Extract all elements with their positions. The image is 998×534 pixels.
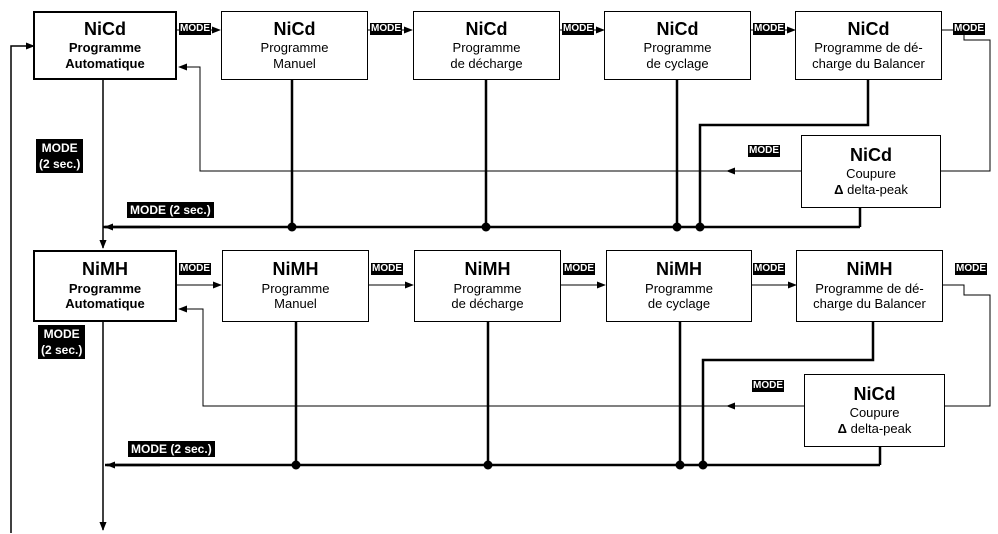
box-line: Coupure	[849, 405, 900, 421]
long-press-badge-side: MODE (2 sec.)	[38, 325, 86, 359]
box-head: NiMH	[272, 259, 319, 279]
drop-r2-balancer	[701, 322, 875, 465]
delta-text: delta-peak	[850, 420, 912, 436]
box-line: Programme	[261, 280, 330, 296]
box-line: Programme	[645, 280, 713, 296]
mode-tag: MODE	[953, 23, 985, 35]
box-line: de décharge	[451, 296, 524, 312]
box-head: NiCd	[84, 18, 126, 39]
arrow-r2-5-cutoff	[942, 284, 991, 407]
box-line: de cyclage	[647, 296, 711, 312]
box-line: Programme de dé-	[814, 40, 923, 56]
box-nimh-auto: NiMH Programme Automatique	[33, 250, 177, 322]
box-line: charge du Balancer	[812, 55, 925, 71]
box-line: Automatique	[65, 55, 145, 71]
box-line: Programme	[68, 280, 142, 296]
mode-tag: MODE	[753, 263, 785, 275]
box-line: Manuel	[274, 296, 317, 312]
arrow-r1-5-cutoff	[940, 29, 991, 172]
box-head: NiMH	[846, 259, 893, 279]
mode-tag: MODE	[179, 263, 211, 275]
box-line: Manuel	[273, 55, 316, 71]
mode-tag: MODE	[179, 23, 211, 35]
delta-symbol: Δ	[837, 420, 847, 436]
mode-tag: MODE	[752, 380, 784, 392]
box-line: Programme	[453, 280, 522, 296]
box-line: charge du Balancer	[813, 296, 926, 312]
badge-line: MODE	[41, 141, 78, 155]
box-nicd-cyclage: NiCd Programme de cyclage	[604, 11, 751, 80]
box-head: NiCd	[853, 383, 896, 404]
box-head: NiCd	[656, 18, 699, 39]
box-line-delta: Δ delta-peak	[834, 182, 908, 198]
box-nicd-auto: NiCd Programme Automatique	[33, 11, 177, 80]
delta-text: delta-peak	[847, 181, 908, 197]
box-head: NiMH	[464, 259, 511, 279]
box-nicd-cutoff: NiCd Coupure Δ delta-peak	[801, 135, 941, 208]
box-nicd-balancer: NiCd Programme de dé- charge du Balancer	[795, 11, 942, 80]
box-nimh-decharge: NiMH Programme de décharge	[414, 250, 561, 322]
box-line: Programme	[452, 40, 521, 56]
box-line: de décharge	[450, 55, 523, 71]
arrow-r1-cutoff-auto	[178, 63, 802, 172]
box-head: NiCd	[273, 18, 316, 39]
box-nimh-manuel: NiMH Programme Manuel	[222, 250, 369, 322]
box-line: Automatique	[65, 296, 145, 312]
box-line: Programme	[260, 40, 329, 56]
box-line: Coupure	[846, 166, 896, 182]
arrow-r2-cutoff-auto	[178, 305, 805, 407]
box-line: Programme	[643, 40, 712, 56]
mode-tag: MODE	[563, 263, 595, 275]
box-head: NiCd	[465, 18, 508, 39]
box-nimh-cyclage: NiMH Programme de cyclage	[606, 250, 752, 322]
box-line: Programme	[68, 40, 142, 56]
box-line: de cyclage	[646, 55, 709, 71]
box-head: NiMH	[656, 259, 702, 279]
box-head: NiCd	[850, 144, 892, 165]
outer-return-loop	[10, 42, 35, 533]
box-nimh-balancer: NiMH Programme de dé- charge du Balancer	[796, 250, 943, 322]
mode-tag: MODE	[753, 23, 785, 35]
long-press-badge-bus: MODE (2 sec.)	[128, 441, 215, 457]
drop-r1-balancer	[698, 80, 870, 227]
delta-symbol: Δ	[834, 181, 844, 197]
long-press-badge-bus: MODE (2 sec.)	[127, 202, 214, 218]
badge-line: MODE	[43, 327, 80, 341]
box-head: NiMH	[82, 259, 128, 279]
box-line-delta: Δ delta-peak	[838, 421, 912, 437]
box-nicd-decharge: NiCd Programme de décharge	[413, 11, 560, 80]
mode-tag: MODE	[955, 263, 987, 275]
mode-tag: MODE	[562, 23, 594, 35]
box-line: Programme de dé-	[815, 280, 924, 296]
mode-tag: MODE	[370, 23, 402, 35]
box-head: NiCd	[847, 18, 890, 39]
long-press-badge-side: MODE (2 sec.)	[36, 139, 84, 173]
badge-line: (2 sec.)	[41, 343, 83, 357]
mode-tag: MODE	[371, 263, 403, 275]
badge-line: (2 sec.)	[39, 157, 81, 171]
box-nimh-cutoff: NiCd Coupure Δ delta-peak	[804, 374, 945, 447]
mode-tag: MODE	[748, 145, 780, 157]
box-nicd-manuel: NiCd Programme Manuel	[221, 11, 368, 80]
